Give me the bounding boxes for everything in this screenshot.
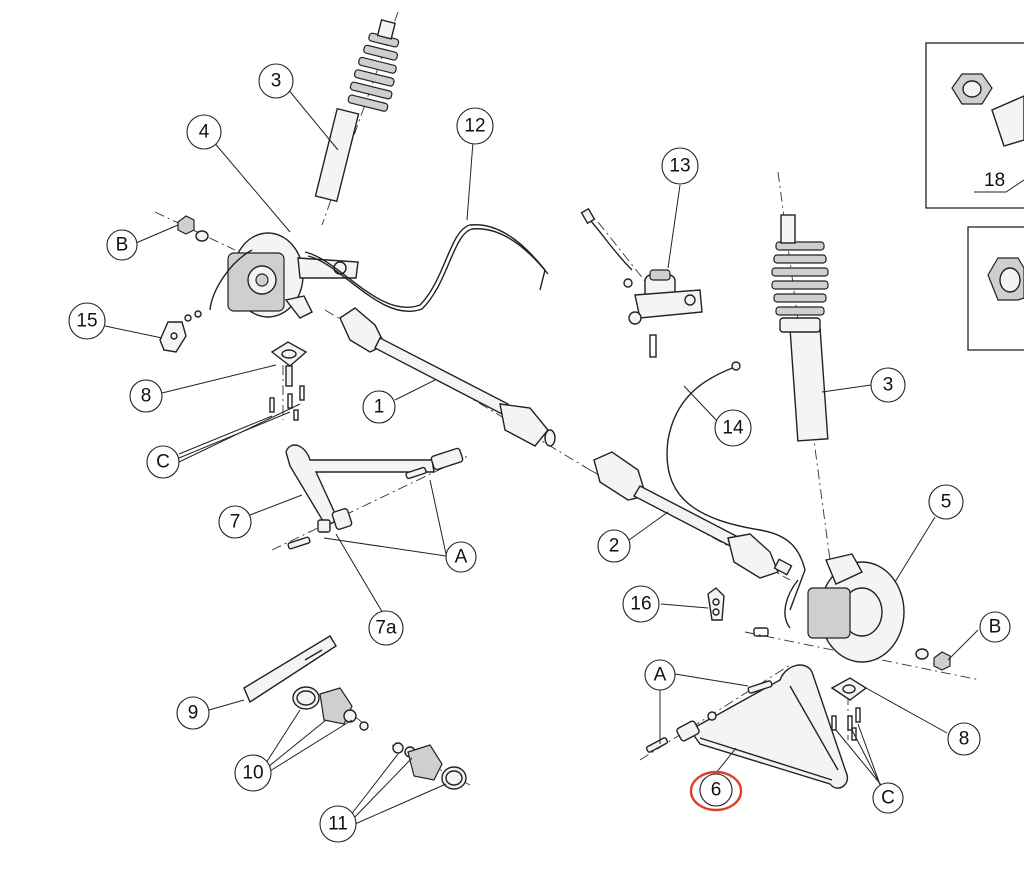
- callout-label: 11: [328, 814, 348, 835]
- callout-3-right: 3: [870, 367, 906, 403]
- right-nut-washer: [915, 648, 951, 671]
- callout-10: 10: [234, 754, 272, 792]
- inset-label-18: 18: [984, 170, 1005, 191]
- right-wishbone: [645, 664, 849, 789]
- left-hub-assembly: [209, 232, 359, 319]
- master-cylinder-13: [580, 207, 703, 358]
- right-shock-absorber: [771, 214, 829, 442]
- callout-c-right: C: [872, 782, 904, 814]
- callout-9: 9: [176, 696, 210, 730]
- callout-label: A: [654, 665, 667, 686]
- right-hub-assembly: [753, 553, 905, 663]
- callout-1: 1: [362, 390, 396, 424]
- callout-label: B: [116, 235, 129, 256]
- callout-label: 1: [374, 397, 385, 418]
- callout-15: 15: [68, 302, 106, 340]
- detail-inset-nut: [967, 226, 1024, 351]
- callout-11: 11: [319, 805, 357, 843]
- callout-6: 6: [699, 773, 733, 807]
- callout-c-left: C: [146, 445, 180, 479]
- callout-label: 4: [199, 122, 210, 143]
- callout-label: 8: [141, 386, 152, 407]
- left-wishbone: [285, 444, 464, 550]
- callout-2: 2: [597, 529, 631, 563]
- callout-label: 3: [271, 71, 282, 92]
- callout-b-right: B: [979, 611, 1011, 643]
- right-drive-shaft: [593, 451, 793, 579]
- callout-label: 10: [242, 763, 263, 784]
- callout-label: 3: [883, 375, 894, 396]
- callout-label: 5: [941, 492, 952, 513]
- boot-kit-11: [392, 742, 467, 790]
- callout-14: 14: [714, 409, 752, 447]
- callout-label: 7: [230, 512, 241, 533]
- callout-label: C: [156, 452, 170, 473]
- callout-label: 12: [464, 116, 485, 137]
- callout-a-right: A: [644, 659, 676, 691]
- callout-label: 8: [959, 729, 970, 750]
- callout-label: 15: [76, 311, 97, 332]
- callout-label: C: [881, 788, 895, 809]
- callout-3-left: 3: [258, 63, 294, 99]
- callout-13: 13: [661, 147, 699, 185]
- right-mounting-plate: [830, 677, 868, 741]
- callouts: 3 4 B 15 8 C 12 1 13 14 3 5 2 16 B 7 A 7…: [68, 63, 1011, 843]
- callout-12: 12: [456, 107, 494, 145]
- callout-b-left: B: [106, 229, 138, 261]
- plate-9: [243, 635, 337, 704]
- brake-line-12: [304, 224, 549, 312]
- boot-kit-10: [292, 686, 369, 731]
- brake-line-14: [666, 361, 806, 611]
- highlight-ring: [689, 770, 743, 812]
- left-shock-absorber: [314, 19, 400, 203]
- callout-label: A: [455, 547, 468, 568]
- callout-7a: 7a: [368, 610, 404, 646]
- callout-label: 14: [722, 418, 744, 439]
- callout-5: 5: [928, 484, 964, 520]
- callout-7: 7: [218, 505, 252, 539]
- callout-label: 6: [711, 780, 722, 801]
- callout-label: B: [989, 617, 1002, 638]
- callout-label: 16: [630, 594, 651, 615]
- callout-label: 7a: [375, 618, 397, 639]
- left-nut-washer: [177, 215, 209, 242]
- left-mounting-plate: [269, 341, 308, 421]
- leader-lines: [104, 87, 979, 825]
- detail-inset-18: 18: [925, 42, 1024, 209]
- bracket-16: [707, 587, 725, 621]
- callout-4: 4: [186, 114, 222, 150]
- callout-label: 9: [188, 703, 199, 724]
- callout-label: 2: [609, 536, 620, 557]
- callout-a-left: A: [445, 541, 477, 573]
- callout-label: 13: [669, 156, 690, 177]
- callout-16: 16: [622, 585, 660, 623]
- callout-8-right: 8: [947, 722, 981, 756]
- callout-8-left: 8: [129, 379, 163, 413]
- bracket-15: [159, 310, 202, 353]
- left-drive-shaft: [339, 307, 556, 447]
